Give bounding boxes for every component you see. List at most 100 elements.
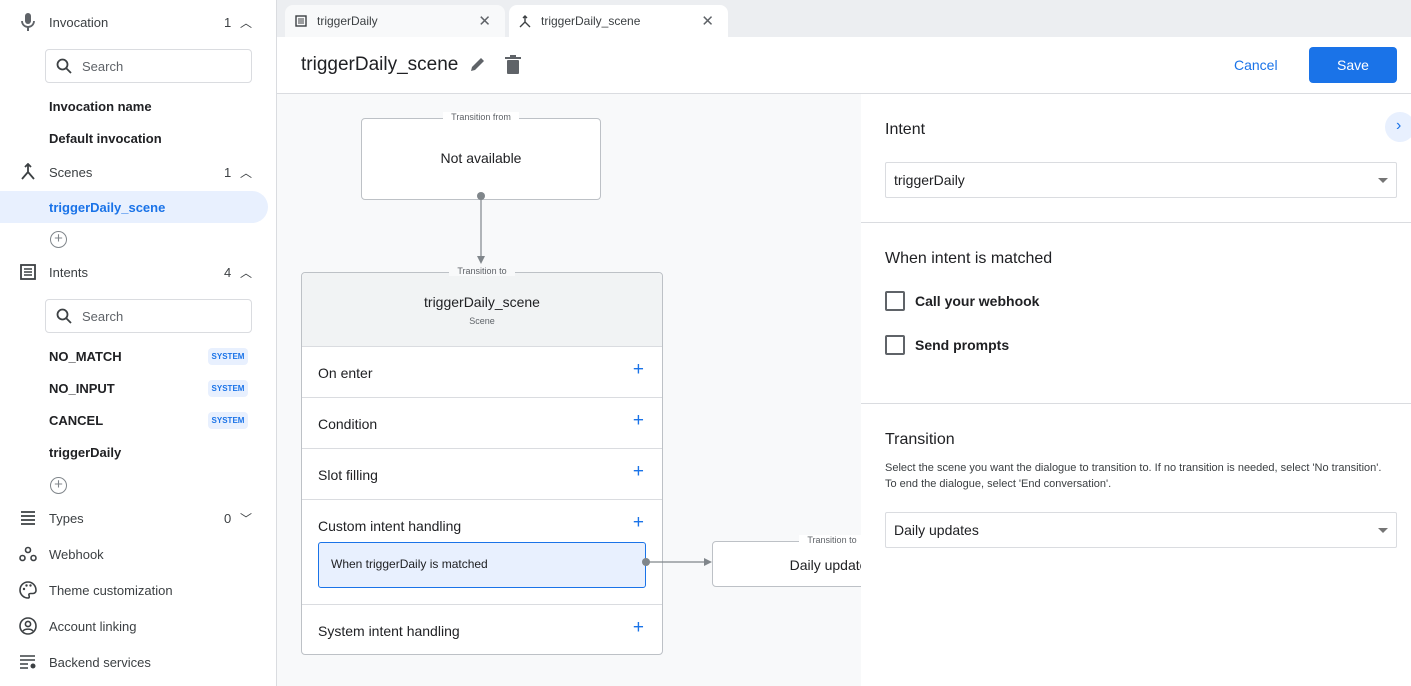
sidebar-item-webhook[interactable]: Webhook	[0, 539, 276, 569]
system-badge: SYSTEM	[208, 412, 248, 429]
sidebar-item-intent[interactable]: triggerDaily	[49, 445, 122, 460]
box-label: Transition from	[443, 112, 519, 122]
add-plus-icon[interactable]: +	[632, 512, 644, 533]
sidebar-item-intent[interactable]: NO_MATCH	[49, 349, 122, 364]
transition-heading: Transition	[885, 431, 955, 448]
chevron-down-icon[interactable]: ﹀	[240, 511, 253, 526]
connector-arrow	[477, 192, 485, 264]
call-webhook-checkbox[interactable]	[885, 291, 905, 311]
row-slot-filling[interactable]: Slot filling +	[302, 448, 662, 499]
target-scene-box[interactable]: Transition to Daily updates	[712, 535, 861, 587]
page-title: triggerDaily_scene	[301, 54, 459, 75]
save-button[interactable]: Save	[1309, 47, 1397, 83]
box-label: Transition to	[449, 266, 515, 276]
send-prompts-checkbox[interactable]	[885, 335, 905, 355]
microphone-icon	[18, 12, 38, 32]
row-label: Condition	[318, 416, 378, 432]
tab-bar: triggerDaily ✕ triggerDaily_scene ✕	[277, 0, 1411, 37]
scene-label: triggerDaily_scene	[49, 200, 166, 215]
section-label: Intents	[49, 264, 89, 280]
sidebar-section-intents[interactable]: Intents 4 ︿	[0, 257, 276, 287]
scene-merge-icon	[18, 162, 38, 182]
scene-name: triggerDaily_scene	[424, 294, 540, 310]
link-label: Backend services	[49, 654, 151, 670]
dropdown-arrow-icon	[1378, 528, 1388, 533]
row-label: System intent handling	[318, 623, 460, 639]
search-icon	[56, 58, 72, 74]
row-label: On enter	[318, 365, 373, 381]
intent-handler-item[interactable]: When triggerDaily is matched	[318, 542, 646, 588]
intent-details-panel: › Intent triggerDaily When intent is mat…	[861, 94, 1411, 686]
checkbox-label: Call your webhook	[915, 293, 1040, 309]
checkbox-label: Send prompts	[915, 337, 1010, 353]
sidebar-item-default-invocation[interactable]: Default invocation	[49, 131, 162, 146]
scene-icon	[519, 14, 531, 28]
sidebar-item-account-linking[interactable]: Account linking	[0, 611, 276, 641]
section-label: Scenes	[49, 164, 93, 180]
palette-icon	[18, 580, 38, 600]
row-on-enter[interactable]: On enter +	[302, 346, 662, 397]
sidebar-item-intent[interactable]: CANCEL	[49, 413, 104, 428]
close-icon[interactable]: ✕	[701, 13, 714, 30]
search-placeholder: Search	[82, 308, 124, 324]
sidebar-item-invocation-name[interactable]: Invocation name	[49, 99, 152, 114]
add-plus-icon[interactable]: +	[632, 410, 644, 431]
add-intent-icon[interactable]: +	[50, 477, 67, 494]
scene-canvas: Transition from Not available Transition…	[277, 94, 861, 686]
matched-heading: When intent is matched	[885, 250, 1053, 267]
delete-trash-icon[interactable]	[505, 55, 521, 79]
sidebar-section-scenes[interactable]: Scenes 1 ︿	[0, 157, 276, 187]
link-label: Theme customization	[49, 582, 173, 598]
close-icon[interactable]: ✕	[478, 13, 491, 30]
add-plus-icon[interactable]: +	[632, 359, 644, 380]
scene-box: Transition to triggerDaily_scene Scene O…	[301, 266, 663, 655]
connector-arrow	[642, 558, 712, 566]
search-icon	[56, 308, 72, 324]
sidebar-item-theme-customization[interactable]: Theme customization	[0, 575, 276, 605]
add-plus-icon[interactable]: +	[632, 461, 644, 482]
section-count: 1	[224, 164, 232, 180]
tab-triggerdaily-scene[interactable]: triggerDaily_scene ✕	[509, 5, 728, 37]
dropdown-arrow-icon	[1378, 178, 1388, 183]
divider	[861, 222, 1411, 223]
section-count: 1	[224, 14, 232, 30]
section-count: 4	[224, 264, 232, 280]
sidebar-item-triggerdaily-scene[interactable]: triggerDaily_scene	[0, 191, 268, 223]
sidebar-section-invocation[interactable]: Invocation 1 ︿	[0, 7, 276, 37]
chevron-up-icon[interactable]: ︿	[240, 165, 253, 180]
search-placeholder: Search	[82, 58, 124, 74]
edit-pencil-icon[interactable]	[469, 55, 487, 78]
cancel-button[interactable]: Cancel	[1234, 57, 1278, 73]
row-condition[interactable]: Condition +	[302, 397, 662, 448]
tab-triggerdaily[interactable]: triggerDaily ✕	[285, 5, 505, 37]
add-scene-icon[interactable]: +	[50, 231, 67, 248]
transition-from-box: Transition from Not available	[361, 112, 601, 200]
system-badge: SYSTEM	[208, 380, 248, 397]
intent-select[interactable]: triggerDaily	[885, 162, 1397, 198]
link-label: Account linking	[49, 618, 137, 634]
scene-type: Scene	[469, 316, 495, 326]
row-label: Custom intent handling	[318, 518, 462, 534]
chevron-up-icon[interactable]: ︿	[240, 265, 253, 280]
sidebar-item-backend-services[interactable]: Backend services	[0, 647, 276, 677]
tab-label: triggerDaily	[317, 14, 378, 28]
link-label: Webhook	[49, 546, 104, 562]
row-label: Slot filling	[318, 467, 378, 483]
add-plus-icon[interactable]: +	[632, 617, 644, 638]
section-label: Types	[49, 510, 84, 526]
transition-select[interactable]: Daily updates	[885, 512, 1397, 548]
webhook-icon	[18, 544, 38, 564]
row-system-intent-handling[interactable]: System intent handling +	[302, 604, 662, 655]
box-label: Transition to	[799, 535, 861, 545]
collapse-panel-chevron-icon[interactable]: ›	[1385, 112, 1411, 142]
sidebar-section-types[interactable]: Types 0 ﹀	[0, 503, 276, 533]
sidebar-item-intent[interactable]: NO_INPUT	[49, 381, 115, 396]
row-custom-intent-handling[interactable]: Custom intent handling + When triggerDail…	[302, 499, 662, 604]
select-value: triggerDaily	[894, 172, 965, 188]
divider	[861, 403, 1411, 404]
tab-label: triggerDaily_scene	[541, 14, 641, 28]
intents-search-input[interactable]: Search	[45, 299, 252, 333]
chevron-up-icon[interactable]: ︿	[240, 15, 253, 30]
invocation-search-input[interactable]: Search	[45, 49, 252, 83]
system-badge: SYSTEM	[208, 348, 248, 365]
